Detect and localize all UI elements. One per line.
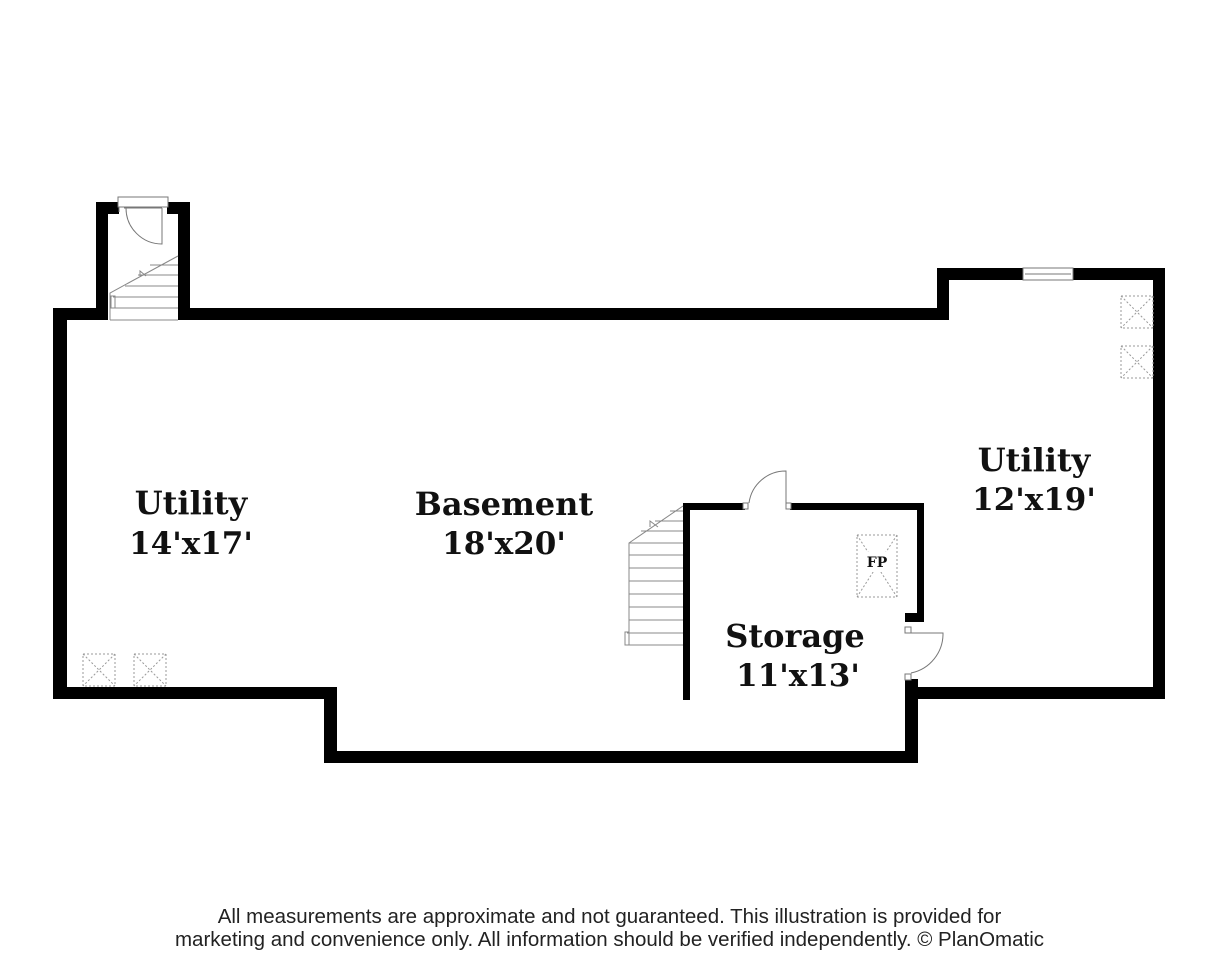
disclaimer-line-1: All measurements are approximate and not… <box>217 905 1002 928</box>
stair-tower-door <box>117 196 169 245</box>
disclaimer-line-2: marketing and convenience only. All info… <box>174 928 1044 951</box>
room-dims-storage: 11'x13' <box>736 658 860 694</box>
storage-walls <box>683 503 924 700</box>
room-name-utility-left: Utility <box>135 484 249 522</box>
basement-stairs <box>624 505 684 646</box>
utility-equipment-right <box>1120 295 1154 379</box>
disclaimer: All measurements are approximate and not… <box>0 905 1219 951</box>
room-dims-utility-left: 14'x17' <box>129 526 253 562</box>
utility-equipment-left <box>82 653 167 687</box>
room-name-basement: Basement <box>415 485 594 523</box>
fireplace-label: FP <box>867 555 888 571</box>
storage-top-door <box>742 470 792 510</box>
tower-stairs <box>109 255 179 321</box>
exterior-walls <box>53 202 1165 763</box>
room-dims-utility-right: 12'x19' <box>972 482 1096 518</box>
room-name-storage: Storage <box>725 617 865 655</box>
storage-side-door <box>904 626 944 681</box>
room-name-utility-right: Utility <box>978 441 1092 479</box>
room-dims-basement: 18'x20' <box>442 526 566 562</box>
floor-plan: FP Utility 14'x17' Basement 18'x20' Stor… <box>53 196 1165 763</box>
window <box>1022 267 1074 281</box>
fireplace: FP <box>856 534 898 598</box>
